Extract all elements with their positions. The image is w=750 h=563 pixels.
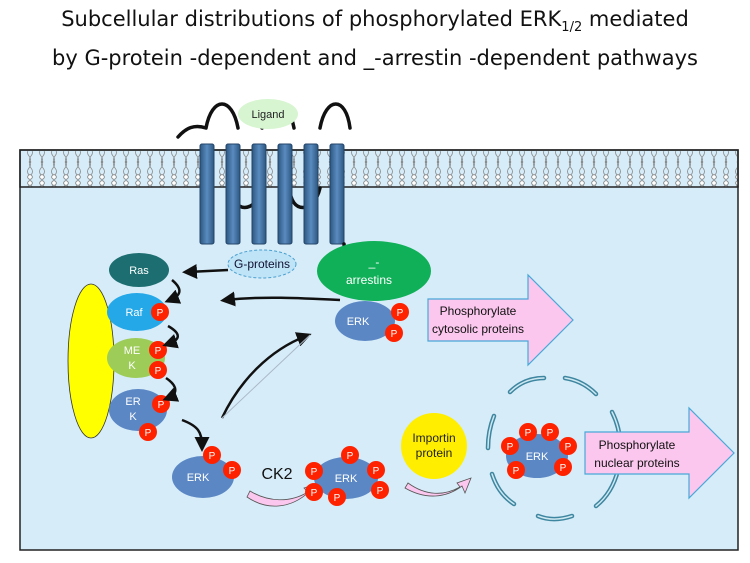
svg-text:P: P	[513, 466, 520, 477]
phospho-site	[305, 462, 323, 480]
arrestin-erk-label: ERK	[347, 316, 370, 328]
importin-protein	[401, 413, 467, 479]
mek-label-2: K	[128, 360, 136, 372]
phospho-site	[371, 481, 389, 499]
cytosolic-arrow	[427, 273, 574, 367]
importin-label-1: Importin	[412, 431, 455, 445]
ck2-label: CK2	[261, 466, 292, 483]
phospho-site	[149, 361, 167, 379]
cytosolic-arrow-line-2: cytosolic proteins	[432, 322, 524, 336]
svg-text:P: P	[158, 400, 165, 411]
ck2-erk	[314, 457, 378, 499]
free-erk	[172, 456, 234, 498]
plasma-membrane	[20, 150, 738, 187]
phospho-site	[328, 488, 346, 506]
ras-label: Ras	[129, 265, 149, 277]
svg-text:P: P	[157, 308, 164, 319]
scaffold-erk-label-2: K	[129, 411, 137, 423]
svg-text:P: P	[377, 486, 384, 497]
arrestin-erk	[335, 301, 395, 341]
svg-text:P: P	[229, 466, 236, 477]
phospho-site	[541, 423, 559, 441]
title-line-1: Subcellular distributions of phosphoryla…	[0, 4, 750, 43]
phospho-site	[223, 461, 241, 479]
ligand-label: Ligand	[251, 109, 284, 121]
free-erk-label: ERK	[187, 472, 210, 484]
phospho-site	[341, 446, 359, 464]
svg-text:P: P	[560, 463, 567, 474]
svg-text:P: P	[507, 442, 514, 453]
scaffold-protein	[67, 283, 115, 439]
svg-text:P: P	[397, 308, 404, 319]
phospho-site	[139, 423, 157, 441]
figure-title: Subcellular distributions of phosphoryla…	[0, 4, 750, 73]
title-line-1-prefix: Subcellular distributions of phosphoryla…	[61, 7, 562, 31]
phospho-site	[385, 324, 403, 342]
raf	[107, 293, 167, 331]
svg-text:P: P	[391, 329, 398, 340]
svg-text:P: P	[334, 493, 341, 504]
svg-text:P: P	[155, 366, 162, 377]
svg-text:P: P	[373, 466, 380, 477]
scaffold-erk-label-1: ER	[125, 396, 140, 408]
svg-text:P: P	[525, 428, 532, 439]
mek-label-1: ME	[124, 345, 141, 357]
arrestins-label: arrestins	[346, 273, 392, 287]
svg-text:P: P	[311, 467, 318, 478]
pathway-arrows	[162, 264, 341, 452]
svg-text:P: P	[547, 428, 554, 439]
nuclear-arrow-line-1: Phosphorylate	[599, 438, 676, 452]
g-proteins-label: G-proteins	[234, 257, 290, 271]
title-line-1-suffix: mediated	[582, 7, 689, 31]
svg-text:P: P	[155, 346, 162, 357]
phospho-site	[501, 437, 519, 455]
svg-text:P: P	[347, 451, 354, 462]
ck2-erk-label: ERK	[335, 473, 358, 485]
nuclear-arrow	[584, 406, 735, 500]
nuclear-erk-label: ERK	[526, 451, 549, 463]
nuclear-arrow-line-2: nuclear proteins	[594, 456, 679, 470]
title-line-2: by G-protein -dependent and _-arrestin -…	[52, 46, 698, 71]
phospho-site	[305, 483, 323, 501]
phospho-site	[151, 303, 169, 321]
ras	[109, 253, 169, 287]
cytosolic-arrow-line-1: Phosphorylate	[440, 304, 517, 318]
importin-label-2: protein	[416, 446, 453, 460]
arrestin-dash-label: _-	[368, 255, 380, 269]
phospho-site	[554, 458, 572, 476]
svg-text:P: P	[565, 442, 572, 453]
title-subscript: 1/2	[561, 20, 583, 36]
phospho-site	[367, 461, 385, 479]
receptor-helices	[199, 143, 345, 245]
ligand	[238, 99, 298, 129]
phospho-site	[203, 446, 221, 464]
g-proteins	[227, 249, 297, 279]
scaffold-erk	[109, 389, 167, 431]
import-arrow	[404, 477, 472, 497]
raf-label: Raf	[125, 307, 143, 319]
beta-arrestin	[317, 241, 431, 301]
phospho-site	[559, 437, 577, 455]
svg-text:P: P	[209, 451, 216, 462]
phospho-site	[507, 461, 525, 479]
svg-text:P: P	[311, 488, 318, 499]
svg-text:P: P	[145, 428, 152, 439]
phospho-site	[391, 303, 409, 321]
phospho-site	[519, 423, 537, 441]
